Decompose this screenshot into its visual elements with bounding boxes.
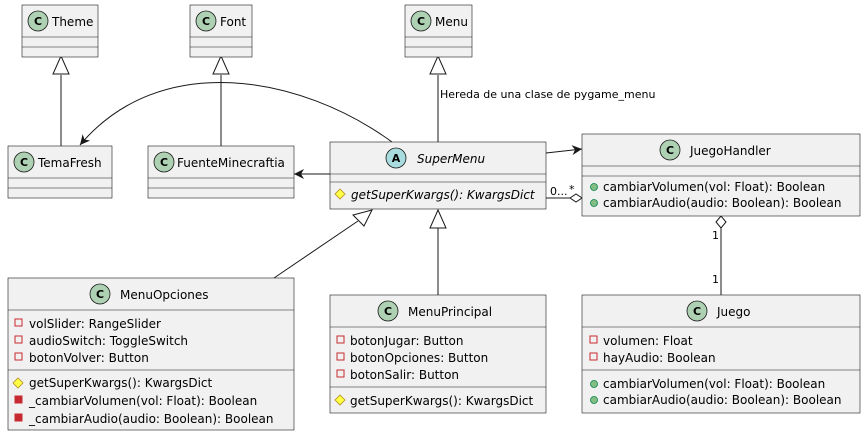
protected-marker-icon [334,394,346,406]
inheritance-arrowhead [52,54,70,75]
svg-text:C: C [202,15,210,28]
svg-text:C: C [384,305,392,318]
method: getSuperKwargs(): KwargsDict [29,376,213,390]
class-name: Menu [435,15,468,29]
class-name: FuenteMinecraftia [177,156,285,170]
method: cambiarVolumen(vol: Float): Boolean [603,377,825,391]
public-marker-icon [590,380,598,388]
class-badge-icon [377,300,399,322]
svg-text:C: C [96,288,104,301]
private-method-marker-icon [14,395,23,404]
class-juego: C Juego volumen: Float hayAudio: Boolean… [581,294,861,414]
juego-multiplicity: 1 [712,273,719,286]
method: cambiarAudio(audio: Boolean): Boolean [603,393,842,407]
class-badge-icon [659,139,681,161]
class-menuprincipal: C MenuPrincipal botonJugar: Button boton… [329,294,547,414]
field: volSlider: RangeSlider [29,317,161,331]
field: botonJugar: Button [350,334,464,348]
class-temafresh: C TemaFresh [7,145,113,199]
private-field-marker-icon [14,335,23,344]
inheritance-arrowhead [429,208,447,229]
class-name: MenuPrincipal [408,305,492,319]
svg-text:C: C [666,144,674,157]
method: _cambiarAudio(audio: Boolean): Boolean [28,412,274,426]
private-field-marker-icon [589,335,598,344]
private-field-marker-icon [14,318,23,327]
class-name: Juego [716,305,751,319]
inheritance-arrowhead [352,209,373,227]
class-juegohandler: C JuegoHandler cambiarVolumen(vol: Float… [581,133,861,217]
class-badge-icon [153,151,175,173]
method: cambiarVolumen(vol: Float): Boolean [603,180,825,194]
private-field-marker-icon [589,352,598,361]
class-menuopciones: C MenuOpciones volSlider: RangeSlider au… [7,277,295,431]
field: botonVolver: Button [29,351,149,365]
relations: Hereda de una clase de pygame_menu 0... … [52,54,727,295]
svg-text:C: C [20,156,28,169]
protected-marker-icon [334,188,346,200]
field: volumen: Float [603,334,693,348]
field: botonSalir: Button [350,368,459,382]
field: botonOpciones: Button [350,351,488,365]
menu-inheritance-note: Hereda de una clase de pygame_menu [440,88,655,101]
method: _cambiarVolumen(vol: Float): Boolean [28,394,257,408]
private-field-marker-icon [14,352,23,361]
svg-text:C: C [34,15,42,28]
aggregation-end-multiplicity: * [569,183,575,196]
protected-marker-icon [12,377,24,389]
class-name: SuperMenu [417,152,485,166]
public-marker-icon [590,199,598,207]
class-badge-icon [195,10,217,32]
public-marker-icon [590,396,598,404]
class-badge-icon [89,283,111,305]
svg-text:C: C [693,305,701,318]
class-badge-icon [27,10,49,32]
private-field-marker-icon [336,369,345,378]
private-method-marker-icon [14,413,23,422]
inheritance-menuopciones-supermenu [273,220,359,279]
method: cambiarAudio(audio: Boolean): Boolean [603,196,842,210]
class-menu: C Menu [404,4,473,58]
inheritance-arrowhead [212,54,230,75]
private-field-marker-icon [336,335,345,344]
class-badge-icon [13,151,35,173]
class-badge-icon [410,10,432,32]
class-fuenteminecraftia: C FuenteMinecraftia [147,145,295,199]
svg-text:A: A [392,152,401,165]
juegohandler-multiplicity: 1 [712,229,719,242]
class-font: C Font [189,4,253,58]
class-name: TemaFresh [37,156,102,170]
method: getSuperKwargs(): KwargsDict [350,394,534,408]
private-field-marker-icon [336,352,345,361]
class-name: Theme [51,15,93,29]
aggregation-diamond [715,215,727,229]
class-name: JuegoHandler [689,144,771,158]
association-supermenu-temafresh [79,82,393,146]
class-name: Font [220,15,246,29]
abstract-badge-icon [385,147,407,169]
public-marker-icon [590,183,598,191]
class-badge-icon [686,300,708,322]
field: hayAudio: Boolean [603,351,716,365]
field: audioSwitch: ToggleSwitch [29,334,188,348]
class-name: MenuOpciones [120,288,209,302]
association-supermenu-juegohandler [545,145,583,156]
aggregation-start-multiplicity: 0... [550,185,568,198]
inheritance-arrowhead [429,54,447,75]
svg-text:C: C [160,156,168,169]
svg-text:C: C [417,15,425,28]
method: getSuperKwargs(): KwargsDict [351,188,536,202]
class-supermenu: A SuperMenu getSuperKwargs(): KwargsDict [329,141,547,210]
class-theme: C Theme [21,4,99,58]
